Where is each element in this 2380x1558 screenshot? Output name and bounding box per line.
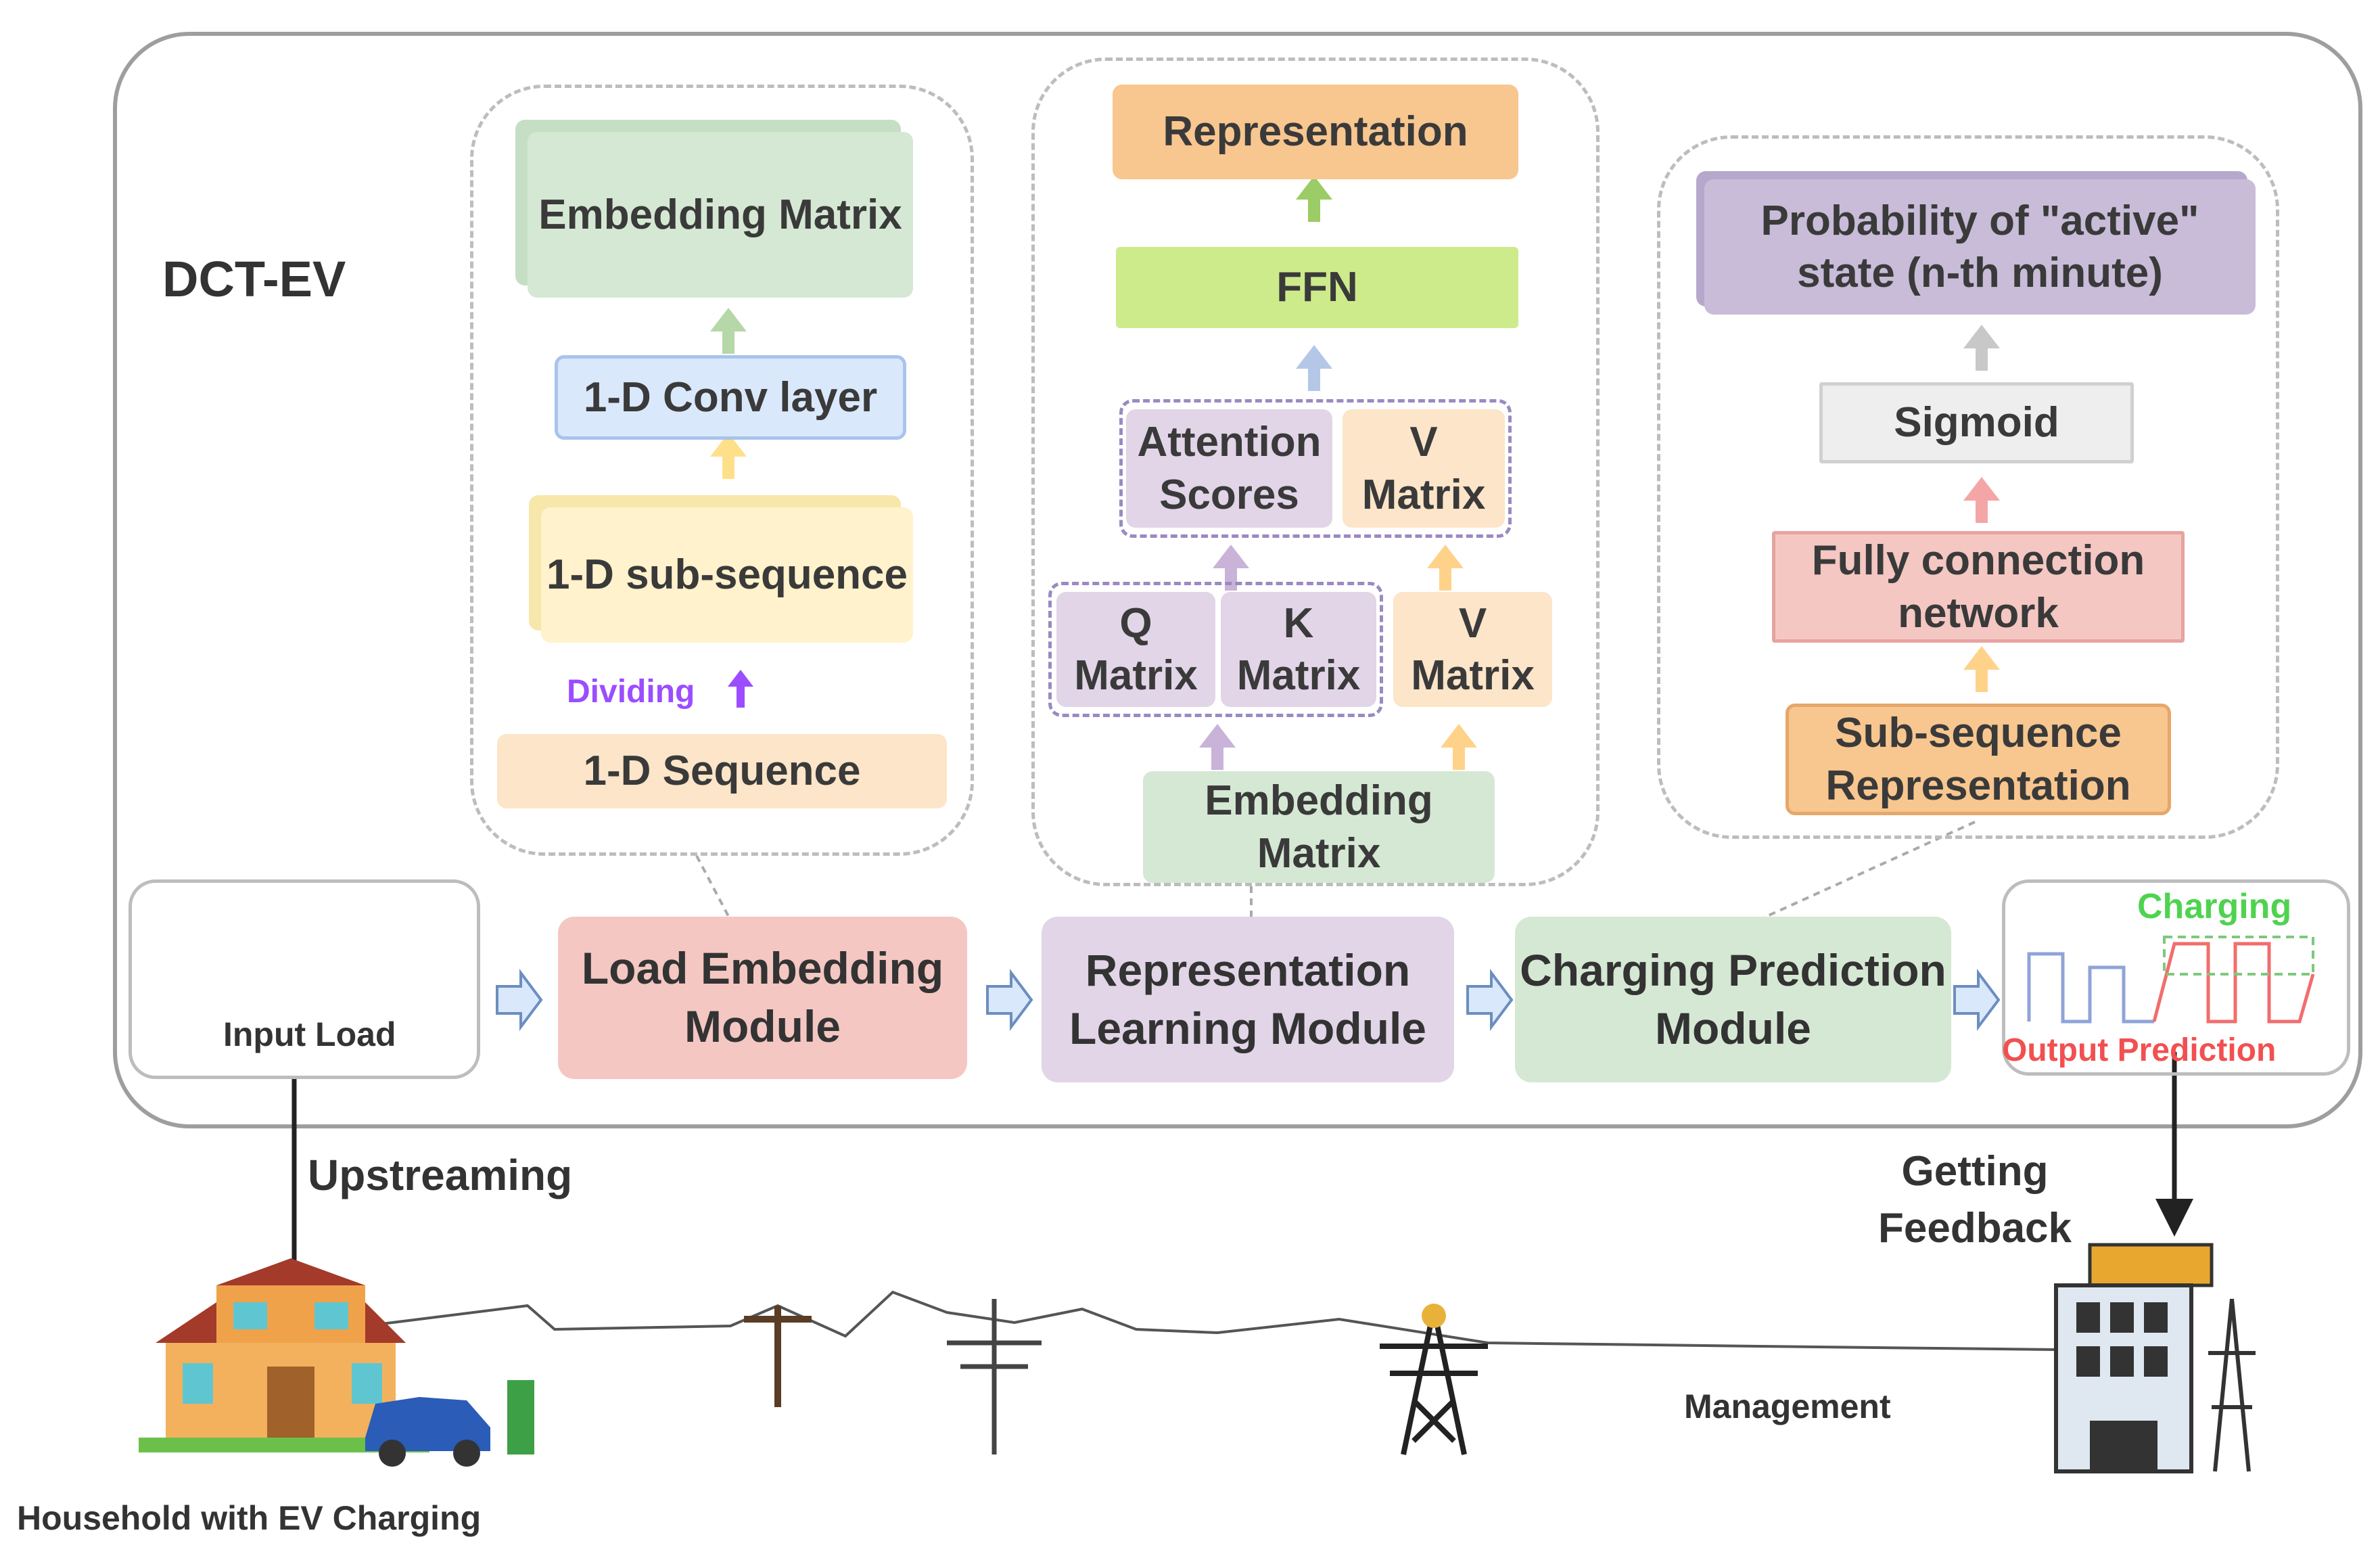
sigmoid-box: Sigmoid: [1819, 382, 2134, 463]
k-matrix-box: K Matrix: [1221, 592, 1376, 707]
prediction-panel: [1657, 135, 2279, 839]
up-arrow-yellow-1: [710, 433, 747, 479]
attention-scores-box: Attention Scores: [1126, 409, 1332, 528]
dct-ev-frame: [113, 32, 2362, 1128]
output-waveform: [2027, 936, 2315, 1024]
up-arrow-red: [1963, 477, 2000, 523]
sub-sequence-box: 1-D sub-sequence: [541, 507, 913, 643]
household-label: Household with EV Charging: [17, 1499, 482, 1537]
management-label: Management: [1684, 1388, 1891, 1425]
load-embedding-module: Load Embedding Module: [558, 917, 967, 1079]
embedding-matrix-box: Embedding Matrix: [528, 132, 913, 298]
power-pole-icon: [947, 1299, 1042, 1454]
up-arrow-ffn: [1296, 176, 1332, 222]
representation-box: Representation: [1113, 85, 1518, 179]
v-matrix-bottom-box: V Matrix: [1393, 592, 1552, 707]
pipeline-arrow-1: [496, 969, 543, 1031]
representation-panel: [1031, 58, 1600, 886]
pipeline-arrow-4: [1953, 969, 2001, 1031]
qk-group: [1048, 582, 1383, 717]
v-matrix-top-box: V Matrix: [1343, 409, 1505, 528]
input-load-box: [129, 879, 480, 1079]
attention-group: [1119, 399, 1512, 538]
pipeline-arrow-2: [986, 969, 1033, 1031]
up-arrow-blue: [1296, 345, 1332, 391]
embedding-panel: [470, 85, 974, 856]
charging-prediction-module: Charging Prediction Module: [1515, 917, 1951, 1082]
probability-box: Probability of "active" state (n-th minu…: [1704, 179, 2256, 315]
conv-layer-box: 1-D Conv layer: [555, 355, 906, 440]
input-load-label: Input Load: [223, 1015, 396, 1053]
fully-connection-box: Fully connection network: [1772, 531, 2185, 643]
management-building-icon: [2054, 1243, 2256, 1473]
connector-embedding: [695, 855, 732, 921]
pipeline-arrow-3: [1466, 969, 1514, 1031]
up-arrow-orange-3: [1963, 646, 2000, 692]
getting-feedback-label: Getting Feedback: [1877, 1148, 2072, 1252]
output-prediction-box: [2002, 879, 2350, 1076]
subsequence-representation-box: Sub-sequence Representation: [1786, 704, 2171, 815]
ffn-box: FFN: [1116, 247, 1518, 328]
power-line: [365, 1290, 2057, 1351]
charging-label: Charging: [2137, 887, 2292, 926]
embedding-matrix-rep-box: Embedding Matrix: [1143, 771, 1495, 883]
output-prediction-label: Output Prediction: [2002, 1032, 2277, 1068]
transmission-tower-icon: [1380, 1304, 1488, 1455]
up-arrow-orange-1: [1427, 545, 1464, 591]
up-arrow-green: [710, 308, 747, 354]
upstreaming-label: Upstreaming: [308, 1151, 573, 1199]
q-matrix-box: Q Matrix: [1056, 592, 1215, 707]
house-illustration: [139, 1258, 534, 1467]
dividing-arrow: [728, 670, 753, 708]
up-arrow-purple-2: [1199, 724, 1236, 770]
up-arrow-orange-2: [1441, 724, 1477, 770]
up-arrow-grey: [1963, 325, 2000, 371]
sequence-box: 1-D Sequence: [497, 734, 947, 808]
representation-learning-module: Representation Learning Module: [1042, 917, 1454, 1082]
dct-ev-title: DCT-EV: [162, 251, 346, 307]
utility-pole-icon: [744, 1306, 812, 1407]
dividing-label: Dividing: [567, 674, 695, 710]
